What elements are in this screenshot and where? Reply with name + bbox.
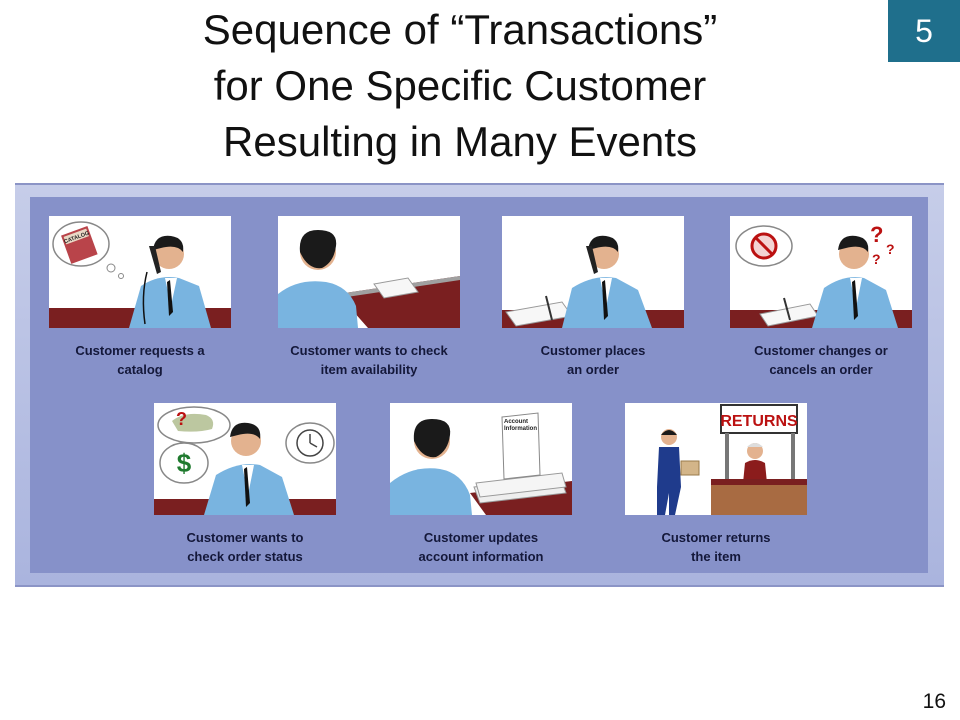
title-line: for One Specific Customer: [213, 62, 707, 109]
caption-line: Customer returns: [661, 530, 771, 545]
caption-line: Customer updates: [423, 530, 539, 545]
phone-writing-icon: [502, 235, 684, 328]
svg-text:?: ?: [886, 241, 895, 257]
caption-line: an order: [566, 362, 619, 377]
event-card-update-account: Account Information: [390, 403, 572, 515]
question-mark-label: ?: [870, 222, 883, 247]
caption-line: Customer wants to check: [290, 343, 448, 358]
event-caption: Customer changes or cancels an order: [706, 341, 936, 379]
page-number: 16: [922, 690, 946, 713]
title-line: Resulting in Many Events: [223, 118, 697, 165]
caption-line: check order status: [187, 549, 303, 564]
caption-line: the item: [691, 549, 741, 564]
slide-number-badge: 5: [888, 0, 960, 62]
event-caption: Customer wants to check order status: [130, 528, 360, 566]
caption-line: item availability: [320, 362, 418, 377]
dollar-label: $: [177, 448, 192, 478]
event-card-request-catalog: CATALOG: [49, 216, 231, 328]
desk-paper-icon: [278, 230, 460, 328]
event-caption: Customer returns the item: [601, 528, 831, 566]
caption-line: Customer requests a: [75, 343, 205, 358]
returns-counter-icon: RETURNS: [657, 404, 807, 515]
account-info-label: Account Information: [504, 419, 537, 432]
caption-line: Customer changes or: [754, 343, 888, 358]
caption-line: catalog: [117, 362, 163, 377]
figure-panel: CATALOG Customer requests a catalog: [30, 197, 928, 573]
phone-catalog-icon: CATALOG: [49, 221, 231, 328]
event-caption: Customer places an order: [478, 341, 708, 379]
account-document-icon: Account Information: [390, 412, 572, 515]
slide-title: Sequence of “Transactions” for One Speci…: [110, 2, 810, 170]
returns-sign-label: RETURNS: [720, 413, 798, 430]
event-card-return-item: RETURNS: [625, 403, 807, 515]
phone-status-icon: ? $: [154, 406, 336, 515]
caption-line: account information: [418, 549, 544, 564]
svg-text:?: ?: [176, 409, 187, 429]
event-caption: Customer updates account information: [366, 528, 596, 566]
event-caption: Customer requests a catalog: [25, 341, 255, 379]
svg-text:?: ?: [872, 251, 881, 267]
event-caption: Customer wants to check item availabilit…: [254, 341, 484, 379]
caption-line: Customer wants to: [186, 530, 304, 545]
phone-cancel-icon: ? ? ?: [730, 222, 912, 328]
caption-line: Customer places: [540, 343, 646, 358]
transactions-figure: CATALOG Customer requests a catalog: [15, 183, 944, 587]
title-line: Sequence of “Transactions”: [202, 6, 718, 53]
event-card-check-availability: [278, 216, 460, 328]
event-card-change-order: ? ? ?: [730, 216, 912, 328]
caption-line: cancels an order: [769, 362, 873, 377]
event-card-order-status: ? $: [154, 403, 336, 515]
event-card-place-order: [502, 216, 684, 328]
